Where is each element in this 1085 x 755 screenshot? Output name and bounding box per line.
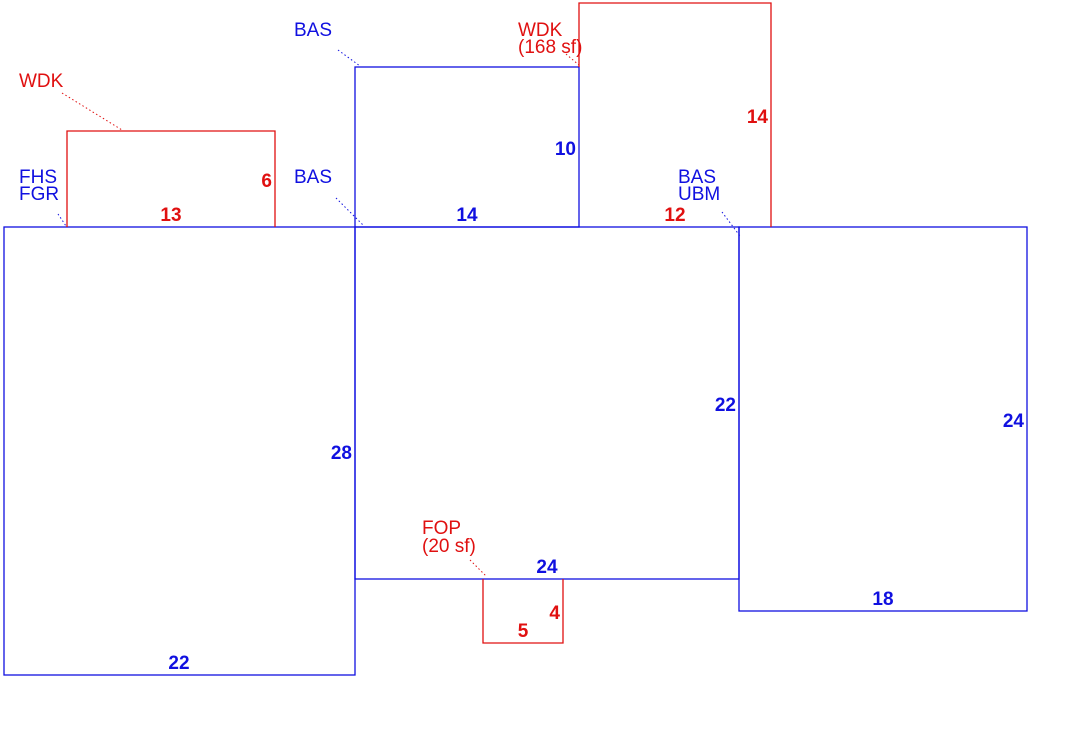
dim-left-deck-right: 6 [261, 171, 272, 192]
dim-center-bottom: 24 [536, 557, 558, 578]
dim-upper-right: 10 [555, 139, 576, 160]
front-porch-outline [482, 579, 564, 644]
dim-left-deck-bottom: 13 [160, 205, 181, 226]
leader-bas-top [337, 49, 361, 67]
label-fop-area: (20 sf) [422, 536, 476, 557]
label-fhs: FHS [19, 167, 57, 188]
dim-upper-bottom: 14 [456, 205, 478, 226]
top-deck-outline [578, 2, 772, 227]
right-bas-outline [738, 226, 1028, 612]
dim-top-deck-right: 14 [747, 107, 769, 128]
dim-left-right: 28 [331, 443, 352, 464]
label-wdk-top-area: (168 sf) [518, 37, 582, 58]
label-bas-top: BAS [294, 20, 332, 41]
dim-right-bottom: 18 [872, 589, 893, 610]
dim-right-right: 24 [1003, 411, 1025, 432]
dim-porch-bottom: 5 [518, 621, 529, 642]
dim-center-right: 22 [715, 395, 736, 416]
label-wdk-top: WDK [518, 20, 563, 41]
leader-bas-right [721, 211, 741, 237]
left-deck-outline [66, 130, 276, 227]
left-section-outline [3, 226, 356, 676]
center-bas-outline [354, 226, 740, 580]
dim-top-deck-bottom: 12 [664, 205, 685, 226]
label-ubm: UBM [678, 184, 720, 205]
dim-porch-right: 4 [549, 603, 560, 624]
upper-bas-outline [354, 66, 580, 228]
label-bas-mid: BAS [294, 167, 332, 188]
leader-wdk-left [61, 92, 123, 131]
leader-wdk-top [565, 53, 581, 67]
leader-bas-mid [335, 197, 365, 227]
dim-left-bottom: 22 [168, 653, 189, 674]
leader-fhs [57, 213, 67, 227]
leader-fop [469, 559, 487, 577]
label-wdk-left: WDK [19, 71, 64, 92]
label-fop: FOP [422, 518, 461, 539]
label-fgr: FGR [19, 184, 59, 205]
label-bas-right: BAS [678, 167, 716, 188]
